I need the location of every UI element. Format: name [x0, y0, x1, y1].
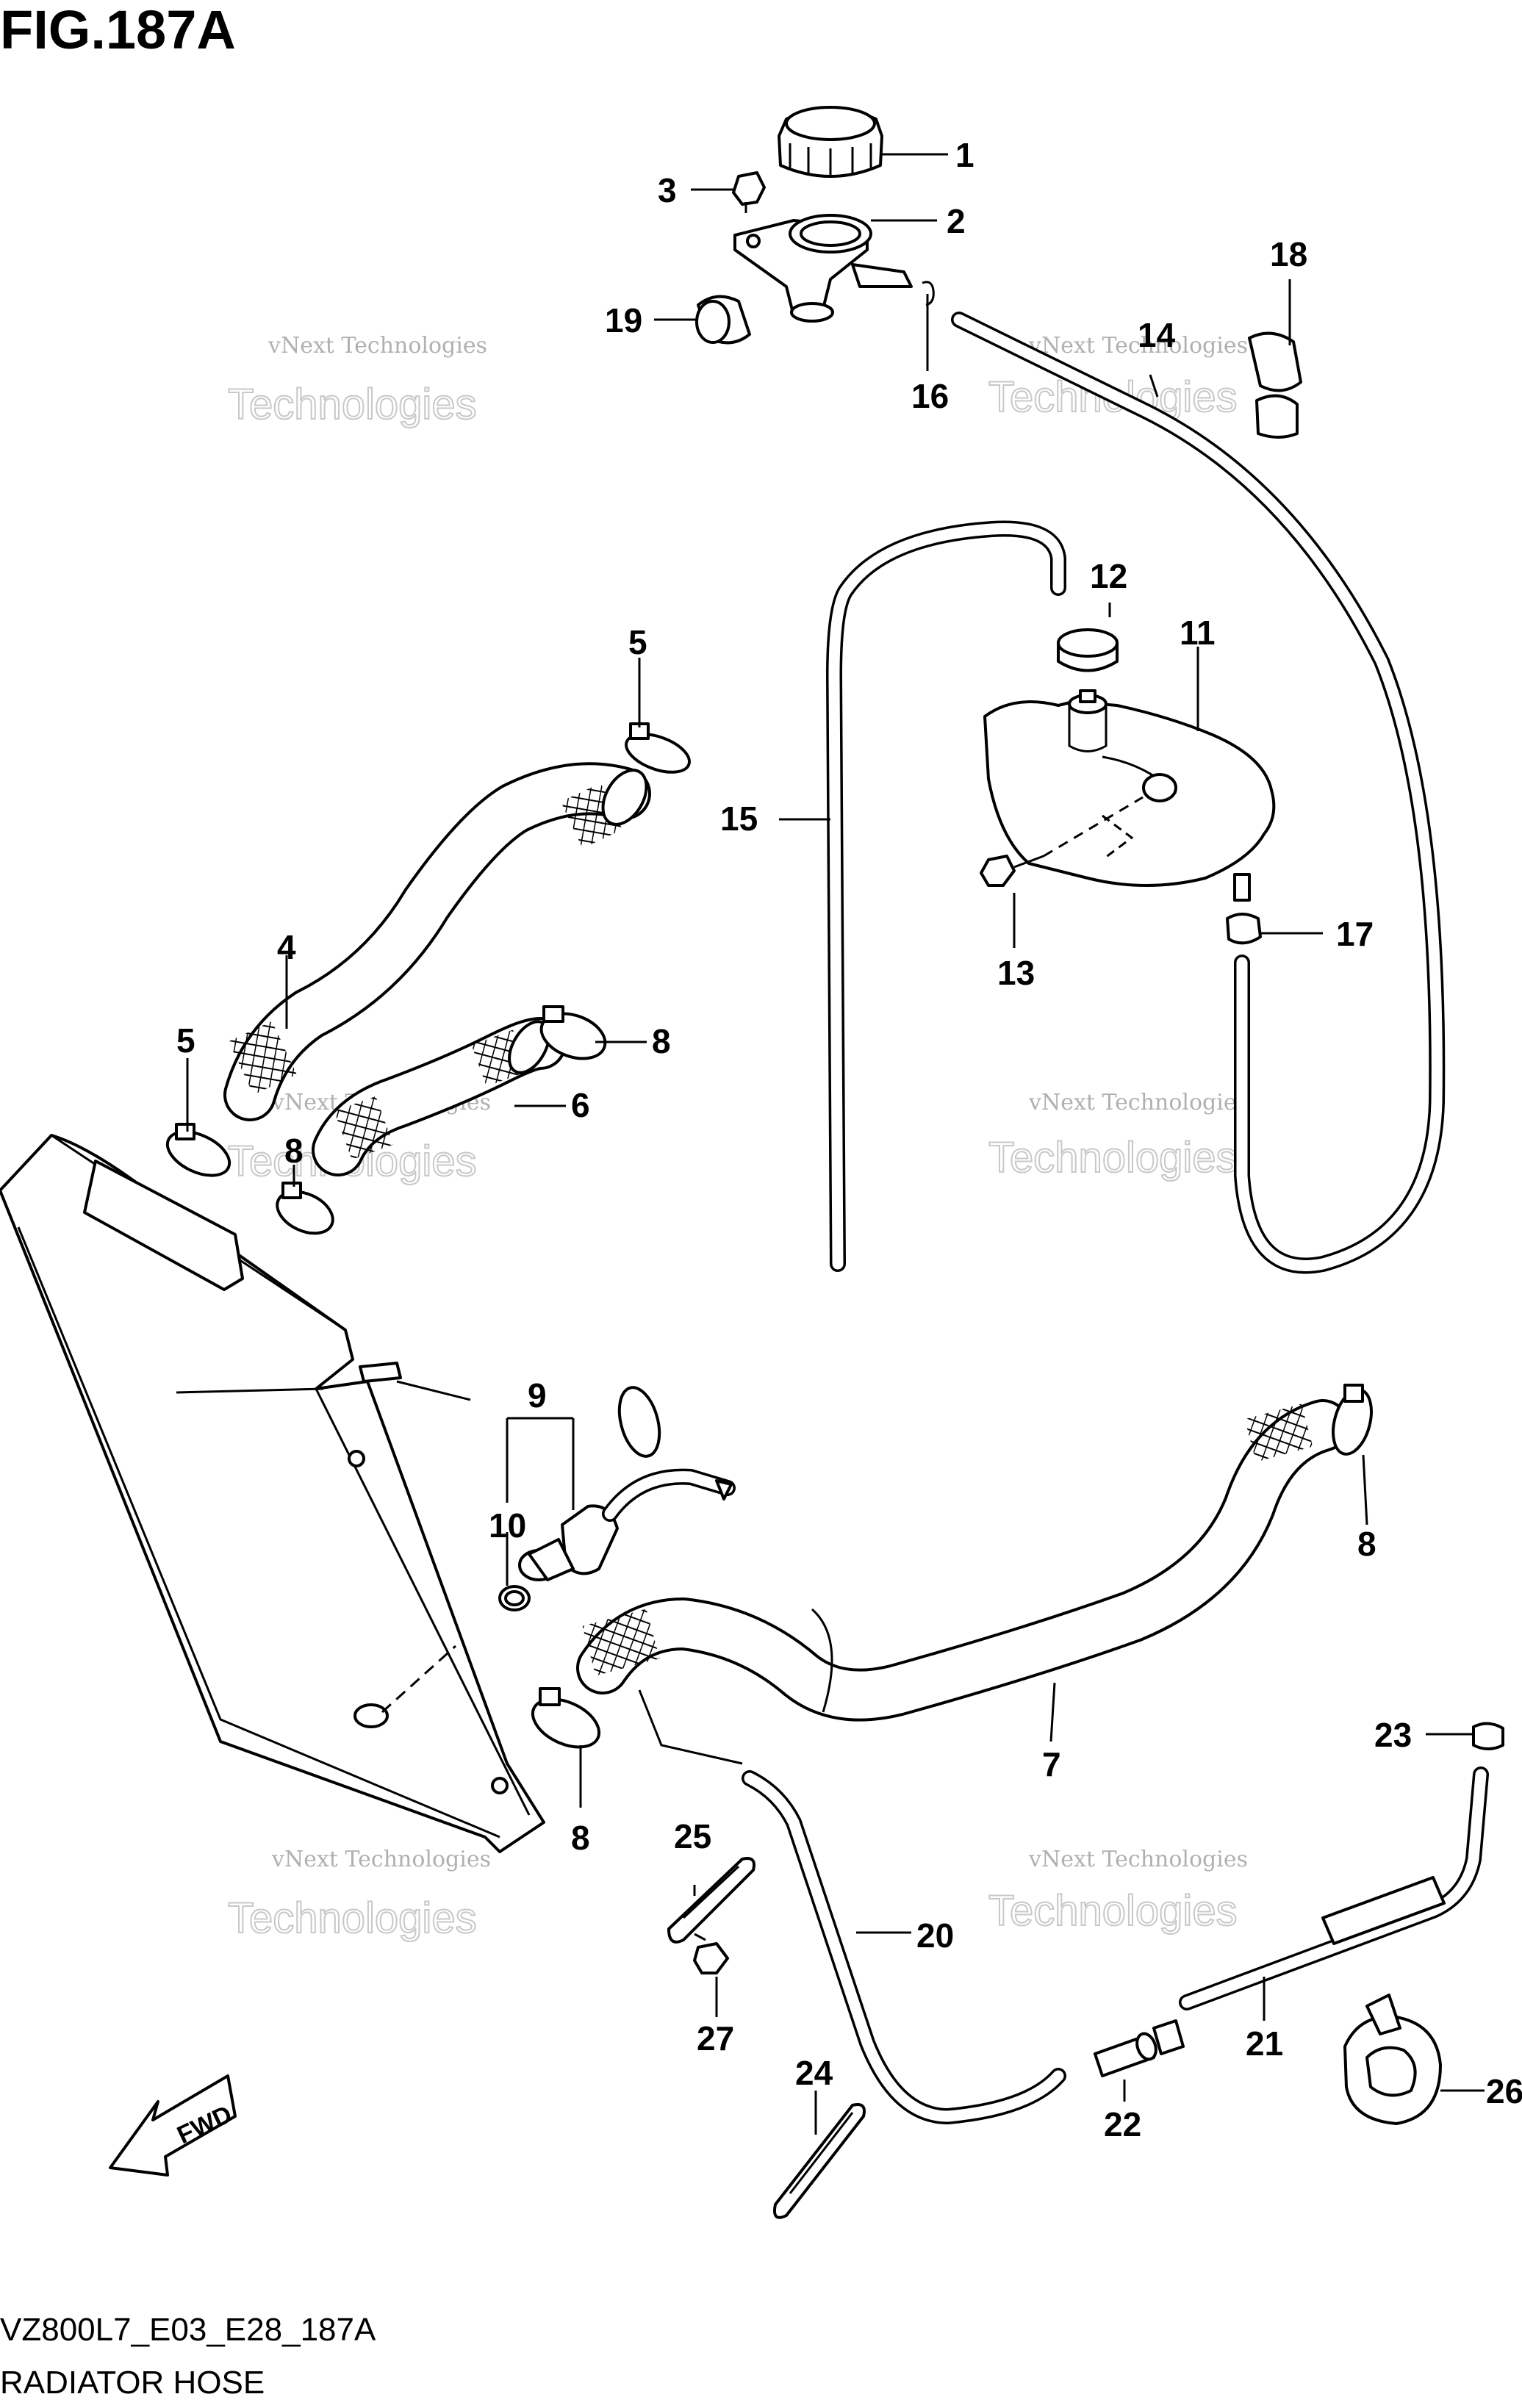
callout-27: 27 [697, 2019, 734, 2057]
callout-26: 26 [1486, 2072, 1522, 2110]
radiator-cap [778, 106, 883, 178]
hose-clamp-8-c [617, 1384, 1364, 1458]
callout-17: 17 [1336, 915, 1374, 953]
callout-10: 10 [489, 1506, 526, 1545]
diagram-code: VZ800L7_E03_E28_187A [0, 2312, 376, 2348]
diagram-name: RADIATOR HOSE [0, 2365, 265, 2401]
hose-clamp-8-d [531, 1687, 601, 1749]
filler-neck [733, 214, 913, 323]
bolt-27 [693, 1933, 729, 1974]
callout-8-a: 8 [652, 1022, 671, 1060]
svg-text:vNext Technologies: vNext Technologies [1028, 1847, 1248, 1872]
callout-5-top: 5 [628, 623, 647, 661]
callout-8-b: 8 [284, 1132, 304, 1170]
hose-clamp-8-a [539, 1005, 607, 1060]
callout-21: 21 [1246, 2024, 1283, 2063]
breather-hose-15 [826, 520, 1066, 1272]
callout-22: 22 [1104, 2105, 1141, 2143]
callout-6: 6 [571, 1086, 590, 1124]
hose-clamp-8-b [276, 1182, 334, 1235]
callout-3: 3 [658, 171, 677, 209]
callout-18: 18 [1270, 235, 1307, 273]
callout-5-left: 5 [176, 1021, 195, 1060]
reservoir-tank [983, 689, 1276, 902]
svg-text:Technologies: Technologies [228, 1894, 477, 1942]
callout-4: 4 [277, 928, 296, 966]
callout-25: 25 [674, 1817, 711, 1855]
svg-text:Technologies: Technologies [228, 381, 477, 428]
radiator-hose-7 [576, 1388, 1373, 1722]
leader-lines [186, 153, 1485, 2135]
callout-8-c: 8 [1357, 1525, 1376, 1563]
callout-24: 24 [795, 2054, 833, 2092]
svg-text:Technologies: Technologies [988, 1887, 1238, 1935]
callout-labels: 1 2 3 4 5 5 6 7 8 8 8 8 9 10 11 12 13 14… [176, 136, 1522, 2143]
hose-clamp-19 [695, 295, 751, 345]
water-pipe-21 [1179, 1767, 1489, 2010]
callout-11: 11 [1180, 614, 1216, 652]
pipe-joint-22 [1094, 2019, 1185, 2077]
hose-clamp-18 [1248, 331, 1302, 439]
svg-text:vNext Technologies: vNext Technologies [268, 333, 487, 359]
overflow-hose-14 [951, 312, 1446, 1274]
clamp-26 [1343, 1994, 1442, 2125]
water-hose-20 [638, 1689, 1066, 2124]
clip-16 [922, 281, 935, 306]
fan-switch [518, 1468, 736, 1581]
cap-screw [732, 171, 766, 213]
svg-text:vNext Technologies: vNext Technologies [271, 1847, 491, 1872]
radiator-hose-6 [312, 1017, 567, 1176]
radiator-hose-4 [223, 762, 651, 1121]
reservoir-cap [1057, 628, 1119, 672]
callout-12: 12 [1090, 557, 1127, 595]
o-ring [498, 1585, 531, 1611]
hose-clamp-5-top [625, 722, 691, 774]
callout-16: 16 [911, 377, 949, 415]
callout-1: 1 [955, 136, 974, 174]
figure-title: FIG.187A [0, 0, 236, 60]
callout-8-d: 8 [571, 1819, 590, 1857]
callout-15: 15 [720, 799, 758, 838]
svg-text:vNext Technologies: vNext Technologies [1028, 1090, 1248, 1115]
callout-23: 23 [1374, 1716, 1412, 1754]
svg-text:vNext Technologies: vNext Technologies [1028, 333, 1248, 359]
callout-19: 19 [605, 301, 642, 339]
hose-bracket-25 [667, 1857, 755, 1944]
hose-clamp-23 [1472, 1722, 1504, 1750]
hose-clamp-17 [1226, 913, 1262, 945]
radiator [0, 1134, 545, 1853]
hose-clamp-5-left [165, 1123, 231, 1177]
callout-9: 9 [528, 1376, 547, 1415]
hose-bracket-24 [773, 2103, 866, 2219]
reservoir-bolt [980, 796, 1144, 887]
callout-7: 7 [1042, 1745, 1061, 1783]
svg-text:Technologies: Technologies [988, 1134, 1238, 1182]
callout-20: 20 [916, 1916, 954, 1955]
callout-2: 2 [947, 202, 966, 240]
callout-13: 13 [997, 954, 1035, 992]
fwd-arrow: FWD [109, 2074, 237, 2177]
callout-14: 14 [1138, 316, 1176, 354]
